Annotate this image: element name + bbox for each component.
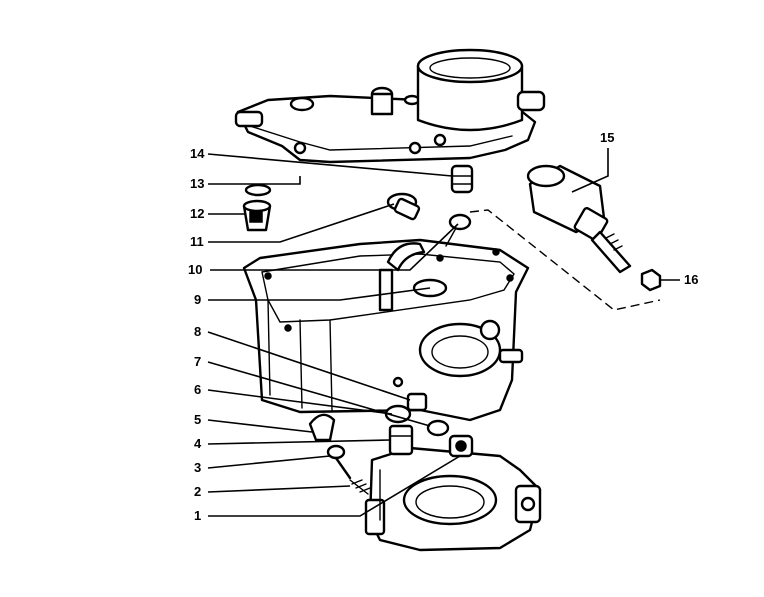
part-15-solenoid [526,164,632,274]
callout-6: 6 [194,382,201,397]
callout-10: 10 [188,262,202,277]
part-7-washer [426,419,450,437]
carburetor-float-bowl [242,238,530,422]
callout-3: 3 [194,460,201,475]
callout-labels: 14 13 12 11 10 9 8 7 6 5 4 3 2 1 15 16 [188,130,698,523]
callout-16: 16 [684,272,698,287]
part-10-seat [445,213,472,247]
carburetor-top-cover [234,48,546,164]
callout-11: 11 [190,234,204,249]
part-11-jet [386,192,421,221]
leader-lines [207,148,680,517]
carburetor-throttle-body [364,446,542,552]
callout-8: 8 [194,324,201,339]
callout-14: 14 [190,146,205,161]
part-16-nut [640,268,662,292]
solenoid-grouping-bracket [469,209,661,311]
part-13-washer [244,183,272,197]
part-8-jet [392,376,428,412]
callout-12: 12 [190,206,204,221]
callout-9: 9 [194,292,201,307]
callout-4: 4 [194,436,202,451]
part-4-jet [388,424,414,456]
part-14-needle-valve [450,164,474,194]
part-5-cap [308,413,336,442]
callout-1: 1 [194,508,201,523]
callout-5: 5 [194,412,201,427]
part-12-plug [242,199,272,232]
part-9-plug [448,434,474,458]
part-2-spring [349,479,371,495]
callout-13: 13 [190,176,204,191]
callout-7: 7 [194,354,201,369]
callout-15: 15 [600,130,614,145]
part-3-screw [326,444,352,480]
callout-2: 2 [194,484,201,499]
